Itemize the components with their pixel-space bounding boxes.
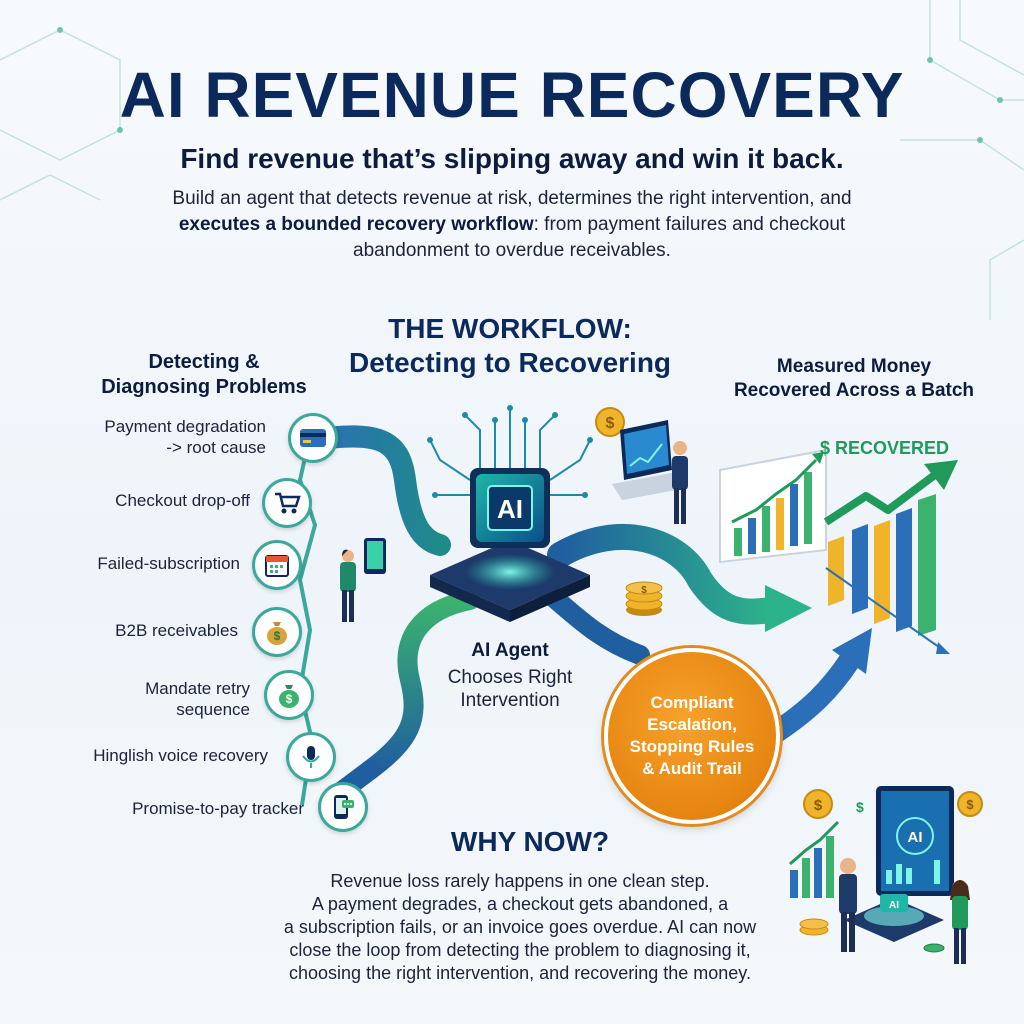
why-now-line3: a subscription fails, or an invoice goes… xyxy=(283,917,757,937)
ai-agent-subtitle: Chooses Right Intervention xyxy=(420,666,600,712)
compliance-line2: Escalation, xyxy=(647,715,737,734)
why-now-body: Revenue loss rarely happens in one clean… xyxy=(240,870,800,985)
item-checkout-dropoff-label: Checkout drop-off xyxy=(0,490,250,511)
detecting-title-line2: Diagnosing Problems xyxy=(101,376,307,398)
svg-text:$: $ xyxy=(966,797,974,812)
compliance-line1: Compliant xyxy=(650,693,734,712)
money-bag-icon: $ xyxy=(264,670,314,720)
item-label-line1: Promise-to-pay tracker xyxy=(132,799,304,818)
item-payment-degradation-label: Payment degradation -> root cause xyxy=(6,416,266,458)
workflow-title-line1: THE WORKFLOW: xyxy=(388,313,632,344)
person-with-tablet-illustration xyxy=(340,538,386,622)
item-label-line1: Payment degradation xyxy=(104,417,266,436)
measured-title-line2: Recovered Across a Batch xyxy=(733,380,975,401)
item-b2b-receivables-label: B2B receivables xyxy=(0,620,238,641)
ai-chip-label: AI xyxy=(497,494,523,524)
detecting-title-line1: Detecting & xyxy=(148,351,260,373)
svg-text:$: $ xyxy=(856,799,864,815)
description-bold-text: executes a bounded recovery workflow xyxy=(178,214,534,235)
description-text-end: : from payment failures and checkout aba… xyxy=(353,214,846,261)
screen-ai-label: AI xyxy=(908,829,923,846)
item-label-line1: Hinglish voice recovery xyxy=(93,746,268,765)
recovered-badge: $ RECOVERED xyxy=(820,438,950,458)
svg-text:$: $ xyxy=(286,692,293,706)
credit-card-icon xyxy=(288,413,338,463)
platform-ai-label: AI xyxy=(889,900,899,911)
escalation-arrow xyxy=(761,649,861,746)
item-label-line1: Checkout drop-off xyxy=(115,491,250,510)
team-dashboard-illustration: $ $ $ AI AI xyxy=(789,786,983,964)
description-text: Build an agent that detects revenue at r… xyxy=(172,188,852,209)
item-label-line2: -> root cause xyxy=(166,438,266,457)
shopping-cart-icon xyxy=(262,478,312,528)
page-title: AI REVENUE RECOVERY xyxy=(119,59,905,131)
page-subtitle: Find revenue that’s slipping away and wi… xyxy=(180,143,844,174)
why-now-line4: close the loop from detecting the proble… xyxy=(289,940,751,960)
microphone-icon xyxy=(286,732,336,782)
svg-text:$: $ xyxy=(274,629,281,643)
coin-stack-icon: $ xyxy=(625,581,663,616)
svg-text:$: $ xyxy=(641,585,647,596)
compliance-line4: & Audit Trail xyxy=(642,759,742,778)
compliance-line3: Stopping Rules xyxy=(629,737,755,756)
item-label-line1: B2B receivables xyxy=(115,621,238,640)
svg-text:$: $ xyxy=(814,797,823,814)
ai-agent-subtitle-line1: Chooses Right xyxy=(447,667,573,688)
item-promise-to-pay-label: Promise-to-pay tracker xyxy=(44,798,304,819)
ai-agent-subtitle-line2: Intervention xyxy=(460,690,560,711)
why-now-line5: choosing the right intervention, and rec… xyxy=(289,963,751,983)
input-arrow xyxy=(301,425,451,556)
item-failed-subscription-label: Failed-subscription xyxy=(0,553,240,574)
svg-text:$: $ xyxy=(606,415,615,432)
page-description: Build an agent that detects revenue at r… xyxy=(130,186,894,264)
why-now-line1: Revenue loss rarely happens in one clean… xyxy=(330,871,710,891)
recovered-bar-chart-illustration xyxy=(719,448,958,654)
measured-title-line1: Measured Money xyxy=(776,356,932,377)
measured-title: Measured Money Recovered Across a Batch xyxy=(704,355,1004,403)
ai-agent-title: AI Agent xyxy=(471,640,549,661)
loop-arrow xyxy=(360,590,480,780)
calendar-icon xyxy=(252,540,302,590)
item-hinglish-voice-label: Hinglish voice recovery xyxy=(8,745,268,766)
item-label-line1: Mandate retry xyxy=(145,679,250,698)
phone-chat-icon xyxy=(318,782,368,832)
output-arrow xyxy=(547,523,783,625)
ai-chip-illustration: AI xyxy=(427,405,593,622)
person-at-laptop-illustration: $ xyxy=(595,407,688,524)
item-mandate-retry-label: Mandate retry sequence xyxy=(0,678,250,720)
money-bag-icon: $ xyxy=(252,607,302,657)
output-arrow-head xyxy=(765,585,812,632)
detecting-title: Detecting & Diagnosing Problems xyxy=(64,350,344,400)
escalation-arrow-head xyxy=(832,628,872,674)
why-now-title: WHY NOW? xyxy=(450,826,610,857)
item-label-line2: sequence xyxy=(176,700,250,719)
workflow-title-line2: Detecting to Recovering xyxy=(348,347,672,378)
why-now-line2: A payment degrades, a checkout gets aban… xyxy=(311,894,729,914)
compliance-badge: Compliant Escalation, Stopping Rules & A… xyxy=(604,648,780,824)
workflow-title: THE WORKFLOW: Detecting to Recovering xyxy=(320,312,700,380)
item-label-line1: Failed-subscription xyxy=(97,554,240,573)
